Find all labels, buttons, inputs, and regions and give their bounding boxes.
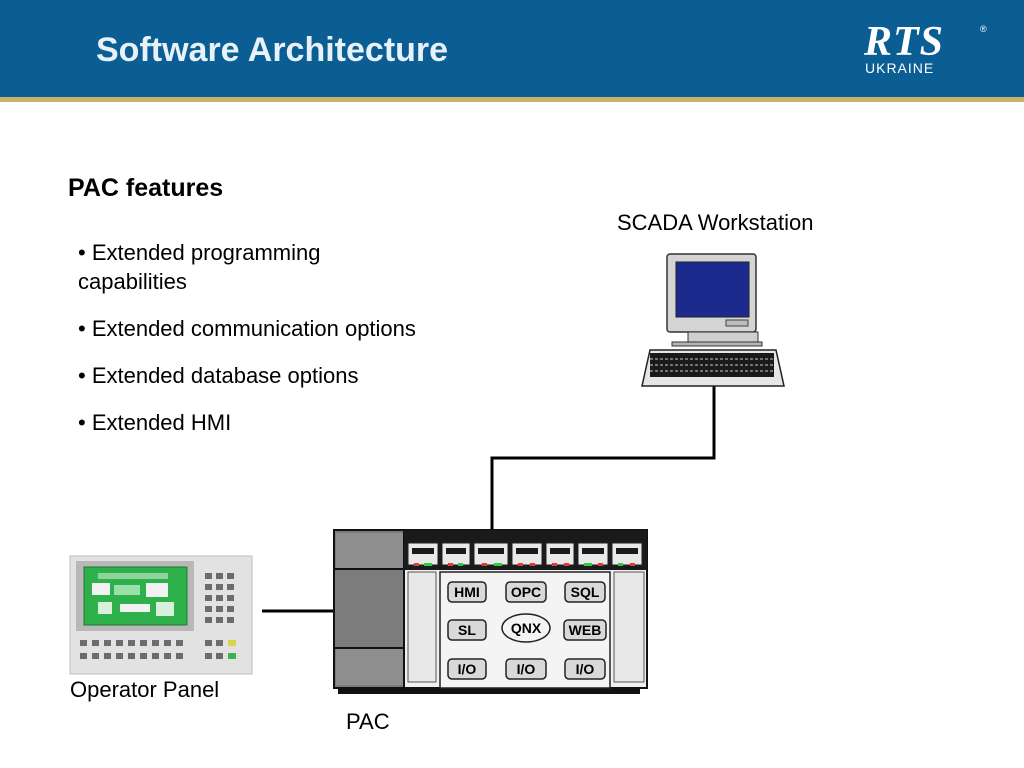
svg-text:I/O: I/O (458, 661, 477, 677)
features-heading: PAC features (68, 174, 224, 202)
logo-wordmark: RTS (864, 19, 945, 65)
module-qnx: QNX (501, 613, 551, 643)
header-bar (0, 0, 1024, 97)
svg-text:OPC: OPC (511, 584, 541, 600)
slide-title: Software Architecture (96, 31, 449, 69)
module-opc: OPC (505, 581, 547, 603)
feature-item: • Extended communication options (78, 316, 416, 341)
svg-text:QNX: QNX (511, 620, 542, 636)
features-list: • Extended programming capabilities • Ex… (78, 238, 498, 455)
operator-panel-label: Operator Panel (70, 677, 220, 702)
module-sql: SQL (564, 581, 606, 603)
pac-label: PAC (346, 709, 390, 734)
feature-item: • Extended programming capabilities (78, 240, 321, 294)
feature-item: • Extended database options (78, 363, 359, 388)
svg-text:I/O: I/O (517, 661, 536, 677)
svg-text:SQL: SQL (571, 584, 600, 600)
logo-registered-mark: ® (980, 24, 987, 34)
workstation-to-pac-connection (490, 386, 716, 531)
module-hmi: HMI (447, 581, 487, 603)
svg-text:HMI: HMI (454, 584, 480, 600)
module-web: WEB (563, 619, 607, 641)
svg-text:SL: SL (458, 622, 476, 638)
operator-panel-icon (69, 555, 253, 675)
svg-text:I/O: I/O (576, 661, 595, 677)
module-sl: SL (447, 619, 487, 641)
workstation-label: SCADA Workstation (617, 210, 814, 235)
header-accent-line (0, 97, 1024, 102)
svg-text:WEB: WEB (569, 622, 602, 638)
feature-item: • Extended HMI (78, 410, 232, 435)
scada-workstation-icon (641, 253, 785, 387)
module-io-2: I/O (505, 658, 547, 680)
module-io-1: I/O (447, 658, 487, 680)
logo-subtitle: UKRAINE (865, 60, 935, 76)
module-io-3: I/O (564, 658, 606, 680)
company-logo: RTS ® UKRAINE (862, 20, 992, 78)
